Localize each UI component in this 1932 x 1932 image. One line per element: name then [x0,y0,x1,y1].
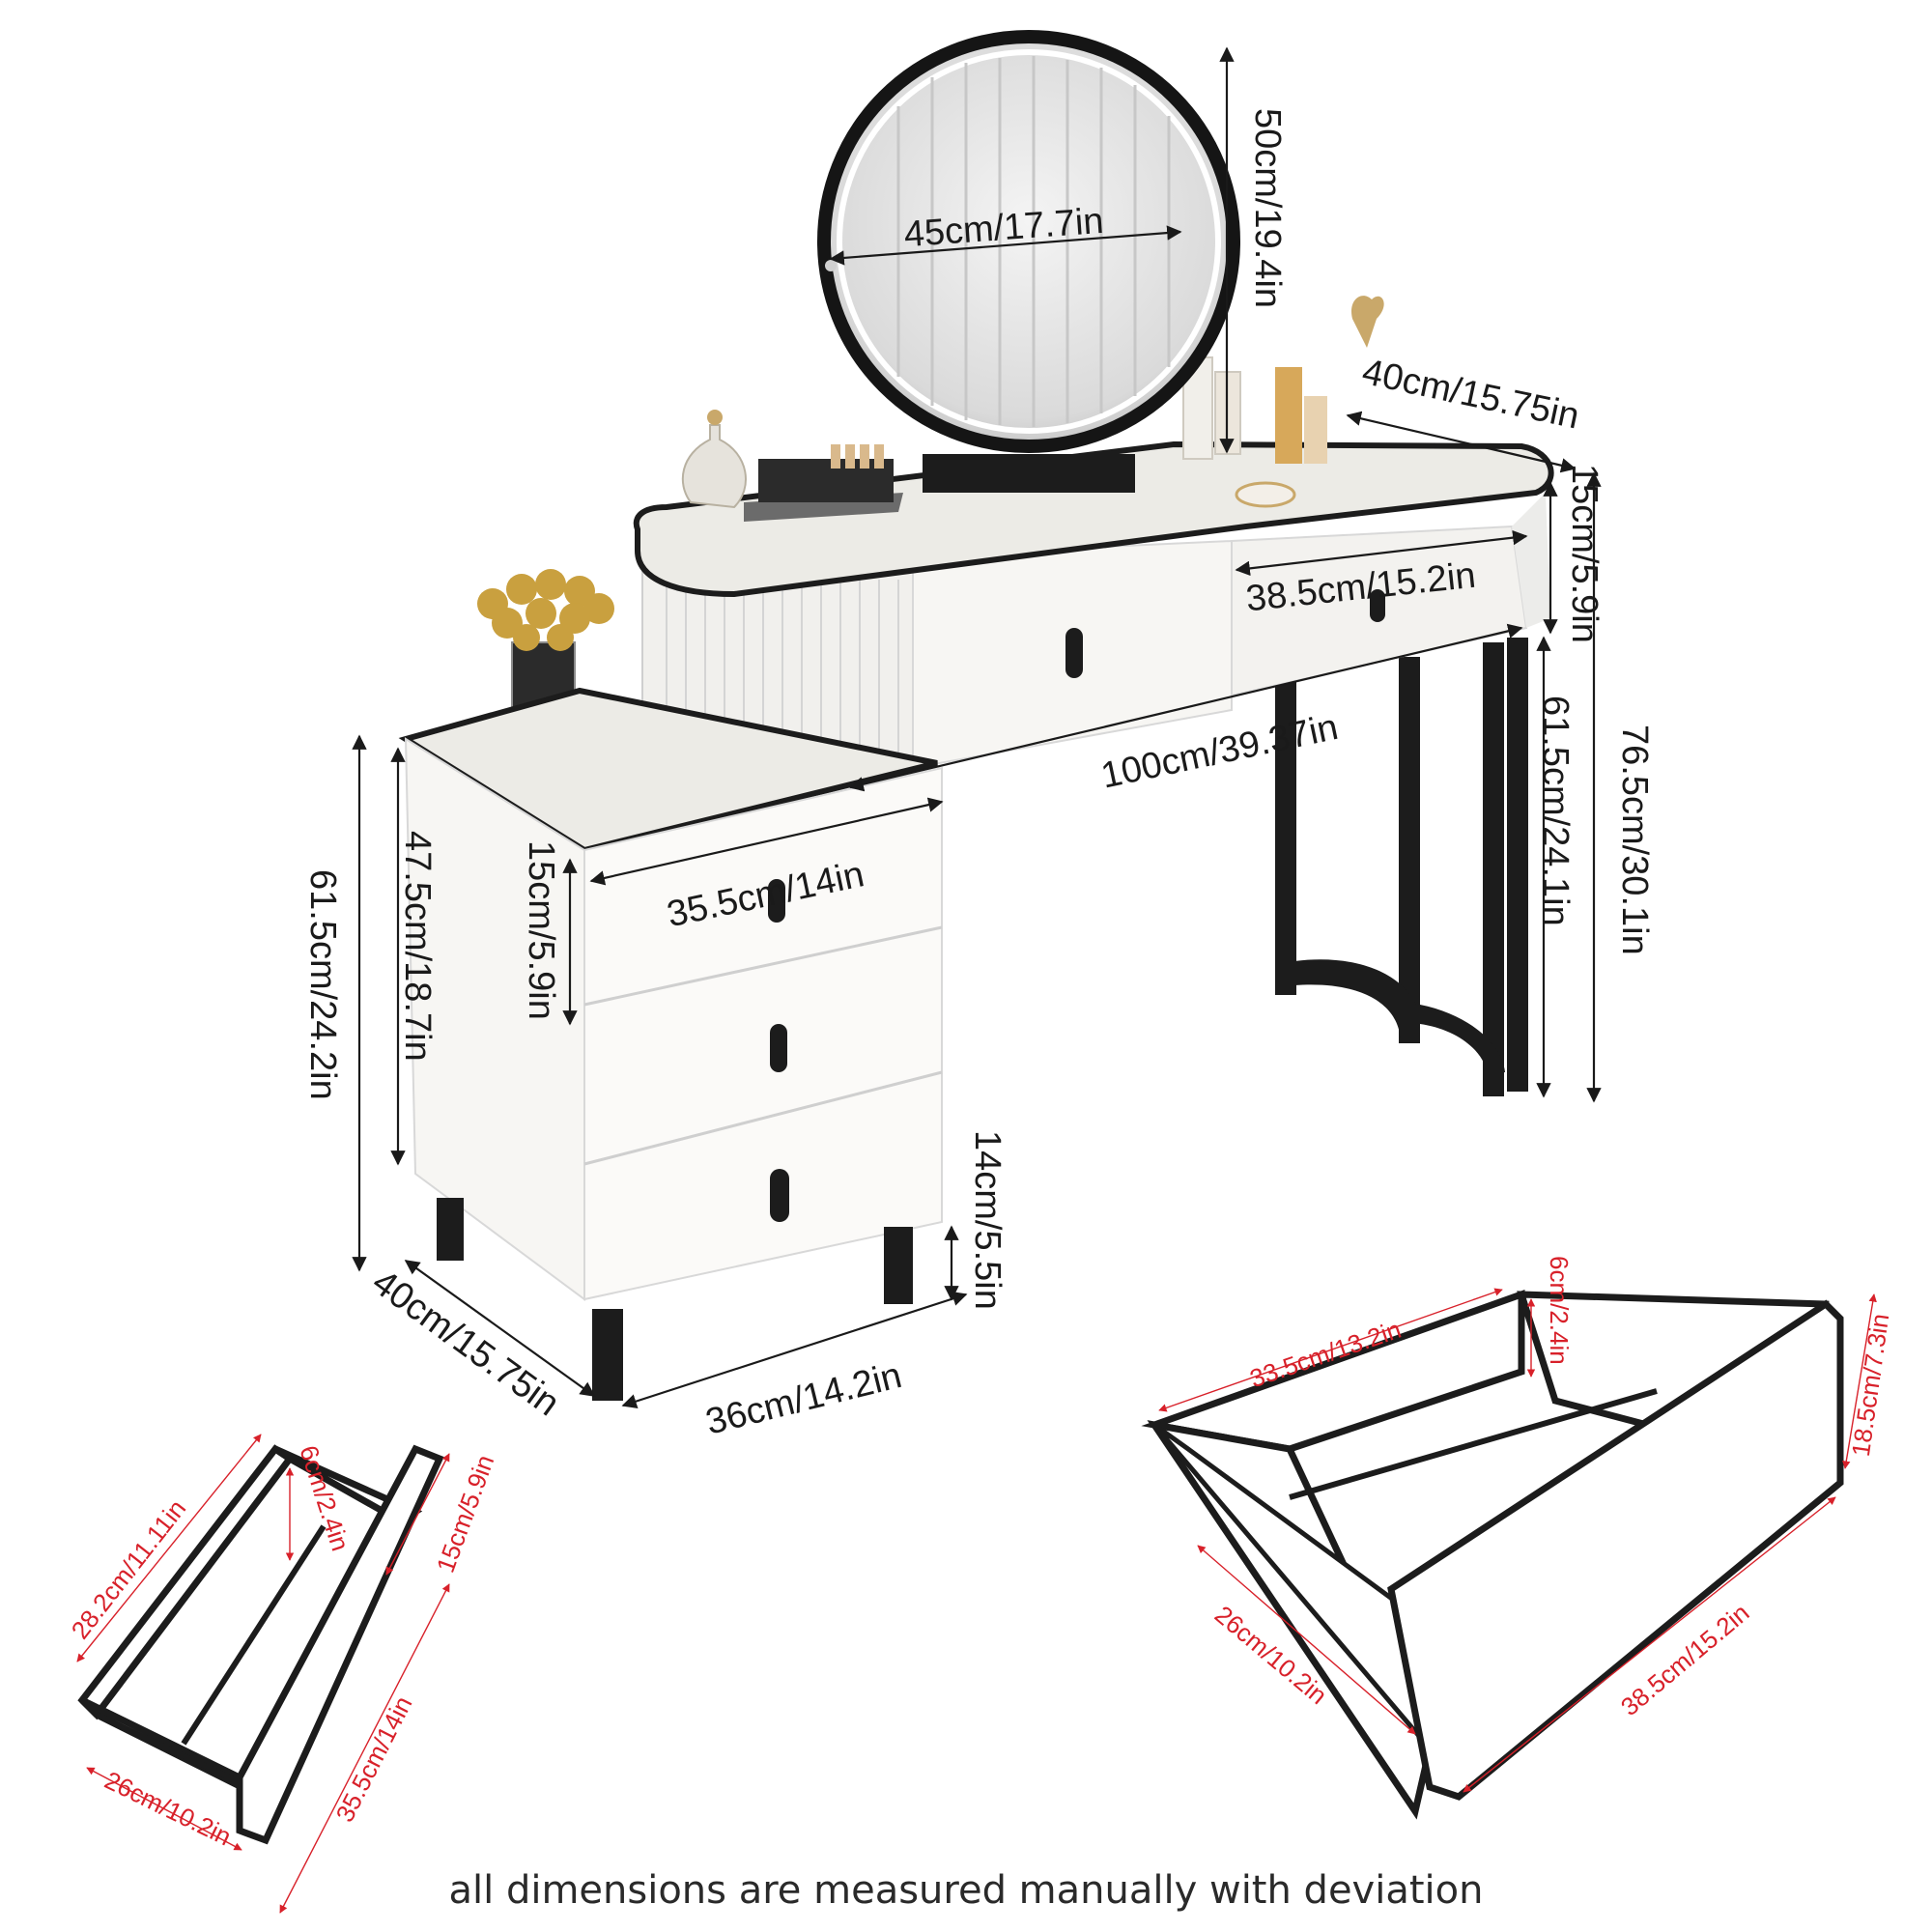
label-small-drawer-front-width: 35.5cm/14in [329,1691,417,1827]
desk-legs [1275,638,1528,1096]
label-mirror-height: 50cm/19.4in [1247,108,1288,308]
label-table-depth: 40cm/15.75in [1359,352,1583,438]
center-drawer-handle[interactable] [1065,628,1083,678]
label-large-drawer-front-height: 18.5cm/7.3in [1846,1312,1894,1459]
cabinet-drawer-3-handle[interactable] [770,1169,789,1222]
dimension-lines [352,46,1602,1409]
label-cabinet-drawer-height: 15cm/5.9in [521,840,561,1020]
label-leg-height: 61.5cm/24.1in [1535,696,1576,926]
label-small-drawer-depth: 26cm/10.2in [100,1765,236,1851]
label-cabinet-depth: 40cm/15.75in [364,1262,566,1424]
cabinet-drawer-2-handle[interactable] [770,1024,787,1072]
label-top-drawer-height: 15cm/5.9in [1564,464,1605,643]
label-cabinet-total-height: 61.5cm/24.2in [302,869,343,1100]
vanity-desk [398,30,1554,1401]
side-cabinet [398,687,943,1401]
round-led-mirror [817,30,1240,493]
label-cabinet-body-height: 47.5cm/18.7in [397,831,438,1062]
label-small-drawer-inner-height: 6cm/2.4in [294,1442,355,1554]
cabinet-legs [437,1198,913,1401]
cabinet-drawer-1-handle[interactable] [768,879,785,923]
label-small-drawer-length: 28.2cm/11.11in [66,1494,192,1645]
right-drawer-handle[interactable] [1370,589,1385,622]
label-total-height: 76.5cm/30.1in [1614,724,1655,955]
small-drawer-diagram: 28.2cm/11.11in 6cm/2.4in 15cm/5.9in 35.5… [66,1434,499,1914]
label-cabinet-width: 36cm/14.2in [702,1355,906,1443]
label-cabinet-leg-height: 14cm/5.5in [967,1130,1008,1310]
label-large-drawer-inner-height: 6cm/2.4in [1545,1256,1574,1365]
footer-note: all dimensions are measured manually wit… [449,1868,1484,1913]
large-drawer-diagram: 33.5cm/13.2in 6cm/2.4in 18.5cm/7.3in 26c… [1141,1256,1894,1820]
